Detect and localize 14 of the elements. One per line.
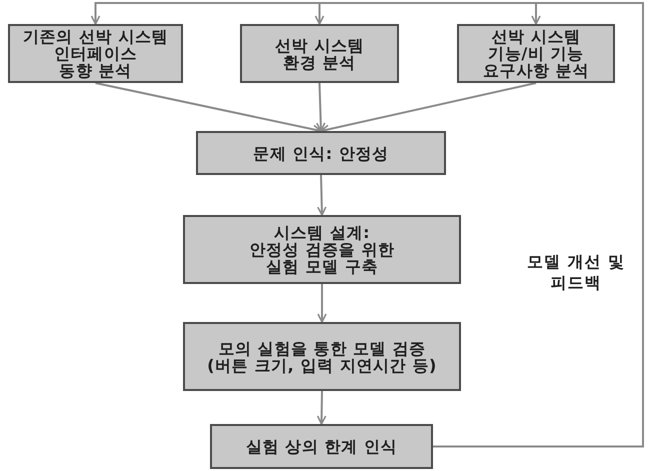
- process-box: 시스템 설계: 안정성 검증을 위한 실험 모델 구축: [183, 215, 461, 284]
- process-box: 실험 상의 한계 인식: [210, 424, 433, 469]
- arrow: [320, 82, 536, 134]
- process-box: 모의 실험을 통한 모델 검증 (버튼 크기, 입력 지연시간 등): [183, 322, 461, 391]
- annotation-text: 모델 개선 및 피드백: [526, 251, 626, 293]
- arrow: [317, 174, 327, 216]
- arrow: [317, 284, 327, 323]
- process-box: 선박 시스템 기능/비 기능 요구사항 분석: [457, 24, 615, 83]
- process-box: 선박 시스템 환경 분석: [240, 24, 399, 83]
- arrow: [316, 82, 326, 132]
- process-box: 기존의 선박 시스템 인터페이스 동향 분석: [8, 24, 183, 83]
- arrow: [316, 390, 326, 425]
- process-box: 문제 인식: 안정성: [196, 131, 446, 175]
- arrow: [90, 2, 644, 448]
